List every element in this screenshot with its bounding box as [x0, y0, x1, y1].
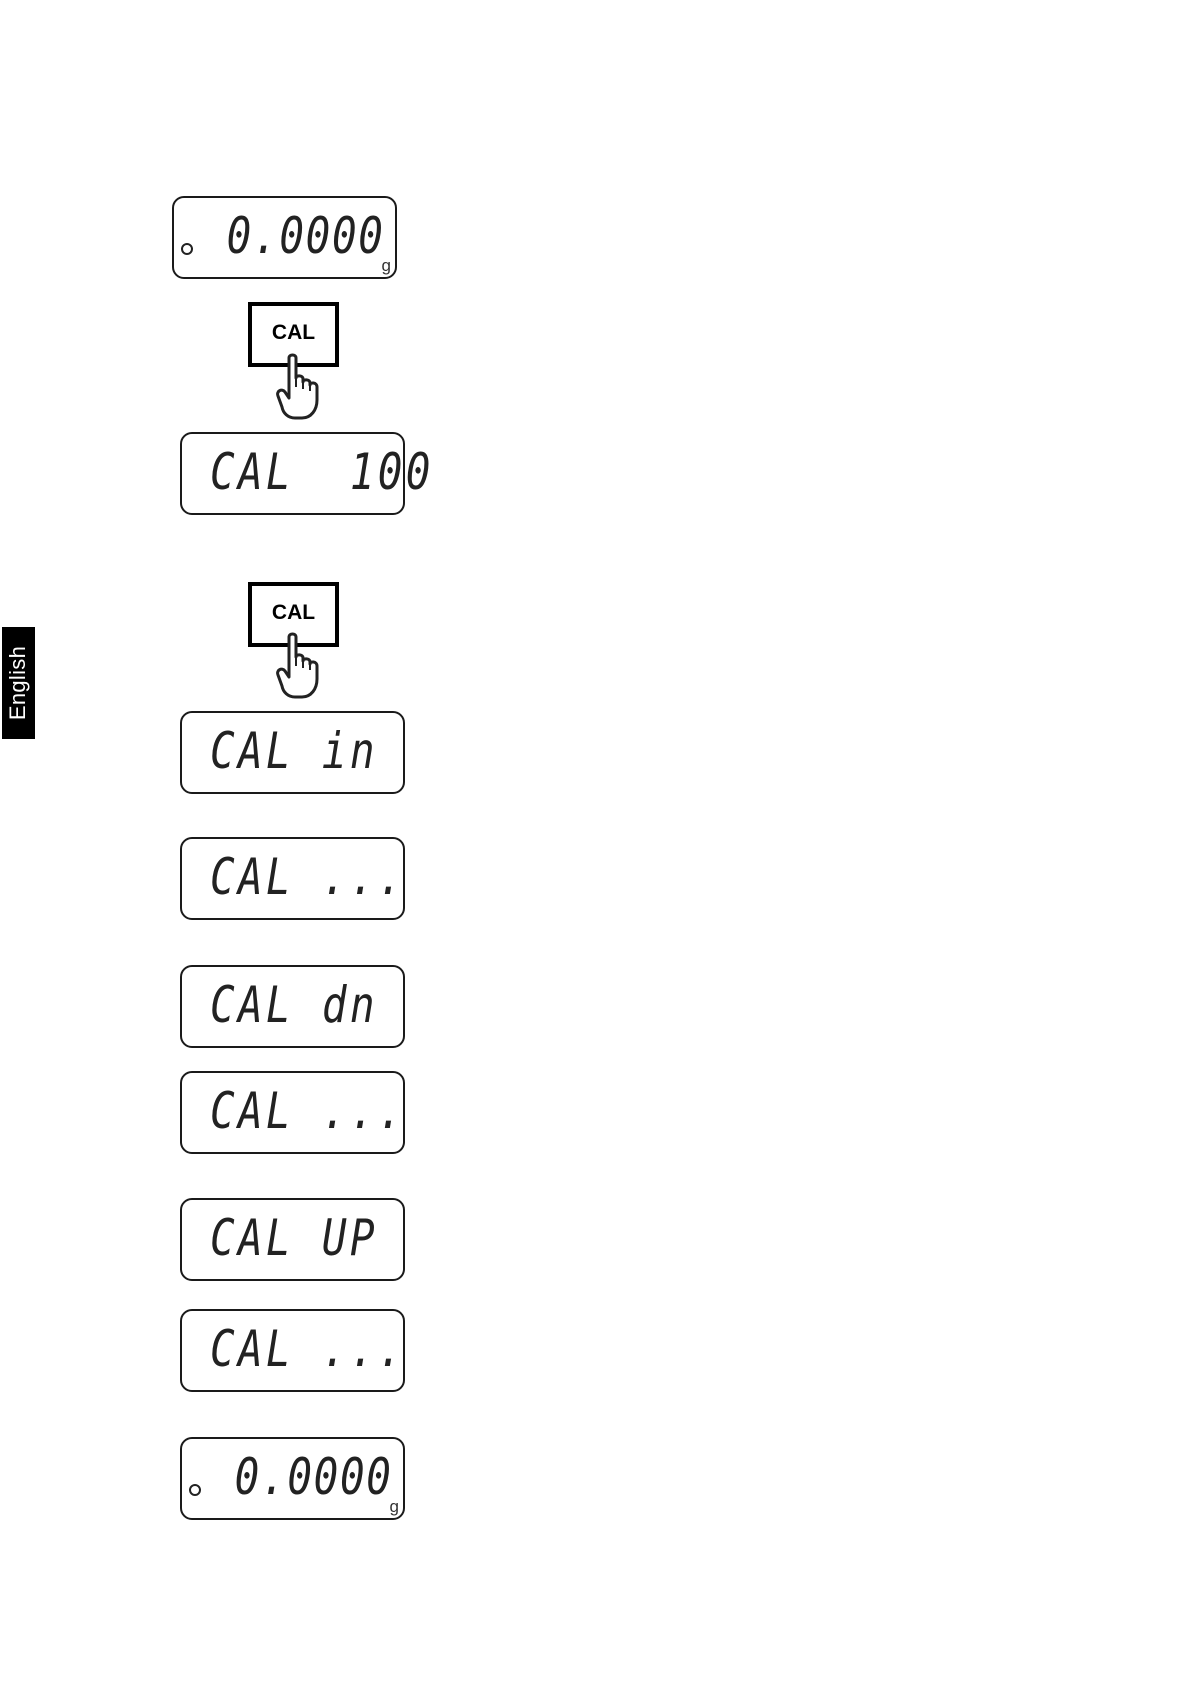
display-cal-up: CAL UP — [180, 1198, 405, 1281]
display-value: CAL ... — [210, 1321, 406, 1377]
weight-display-final: 0.0000 g — [180, 1437, 405, 1520]
pointing-hand-icon — [274, 354, 324, 422]
display-cal-progress: CAL ... — [180, 1071, 405, 1154]
display-unit: g — [390, 1497, 399, 1517]
stable-indicator-icon — [181, 243, 193, 255]
display-value: CAL ... — [210, 849, 406, 905]
display-cal-dn: CAL dn — [180, 965, 405, 1048]
display-cal-progress: CAL ... — [180, 1309, 405, 1392]
display-value: CAL dn — [210, 977, 378, 1033]
language-tab-label: English — [6, 646, 32, 720]
stable-indicator-icon — [189, 1484, 201, 1496]
display-value: CAL in — [210, 723, 378, 779]
display-cal-100: CAL 100 — [180, 432, 405, 515]
weight-display-initial: 0.0000 g — [172, 196, 397, 279]
display-value: CAL UP — [210, 1210, 378, 1266]
display-value: CAL ... — [210, 1083, 406, 1139]
display-cal-progress: CAL ... — [180, 837, 405, 920]
pointing-hand-icon — [274, 633, 324, 701]
display-value: CAL 100 — [210, 444, 434, 500]
display-value: 0.0000 — [235, 1449, 393, 1505]
display-value: 0.0000 — [227, 208, 385, 264]
display-unit: g — [382, 256, 391, 276]
language-tab[interactable]: English — [2, 627, 35, 739]
display-cal-in: CAL in — [180, 711, 405, 794]
